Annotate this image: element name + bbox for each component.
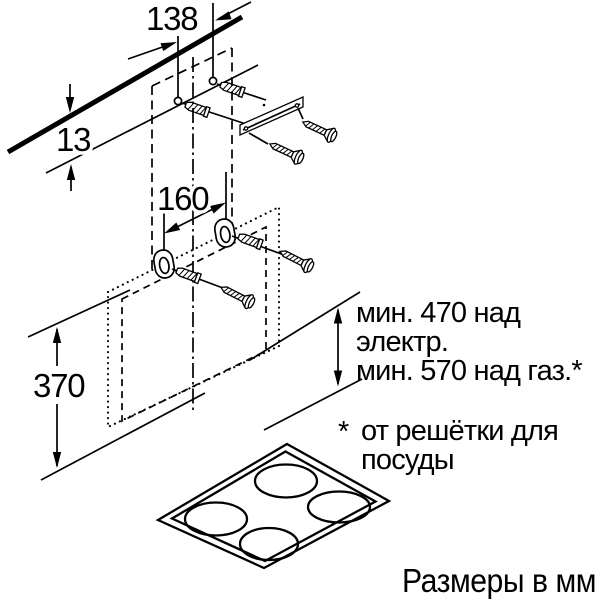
ceiling-line: [6, 14, 244, 155]
keyhole-bracket-right: [212, 216, 238, 250]
dim-370-label: 370: [33, 367, 85, 404]
clearance-note: мин. 470 над электр. мин. 570 над газ.*: [356, 297, 583, 387]
burner: [183, 501, 249, 537]
dim-160: 160: [154, 172, 228, 250]
dim-160-label: 160: [157, 180, 209, 217]
burner: [238, 526, 300, 562]
footnote-line2: посуды: [361, 444, 454, 476]
wall-plug: [183, 99, 211, 118]
cooktop: [155, 442, 392, 570]
dim-138-label: 138: [146, 0, 197, 37]
mounting-screw: [265, 136, 307, 167]
footnote: * от решётки для посуды: [338, 415, 559, 476]
clearance-line2: электр.: [356, 326, 448, 358]
dim-138: 138: [127, 0, 252, 97]
hood-body-dashed-outline: [121, 225, 267, 423]
footnote-line1: от решётки для: [361, 415, 558, 447]
leader-line: [297, 107, 304, 120]
mounting-screw: [298, 114, 340, 145]
cooktop-outer-edge: [155, 442, 392, 570]
cooktop-inner-edge: [169, 450, 378, 563]
mounting-bracket-bar: [239, 95, 310, 137]
units-note: Размеры в мм: [402, 562, 596, 599]
mounting-hole-left: [173, 96, 183, 106]
burner: [306, 490, 372, 524]
wall-plug: [174, 265, 202, 285]
mounting-screw: [275, 243, 317, 276]
burner: [253, 463, 319, 499]
wall-plug: [236, 231, 264, 251]
clearance-dim: [249, 291, 363, 431]
clearance-line1: мин. 470 над: [356, 297, 521, 329]
footnote-marker: *: [338, 416, 349, 448]
clearance-line3: мин. 570 над газ.*: [356, 355, 582, 387]
chimney-duct-outline: [151, 47, 233, 272]
mounting-screw: [216, 279, 258, 312]
keyhole-bracket-left: [151, 247, 177, 281]
dim-13-label: 13: [56, 121, 90, 158]
dim-13: 13: [53, 84, 95, 191]
dim-370: 370: [27, 289, 206, 481]
leader-line: [248, 132, 269, 145]
mounting-hole-right: [208, 76, 218, 86]
